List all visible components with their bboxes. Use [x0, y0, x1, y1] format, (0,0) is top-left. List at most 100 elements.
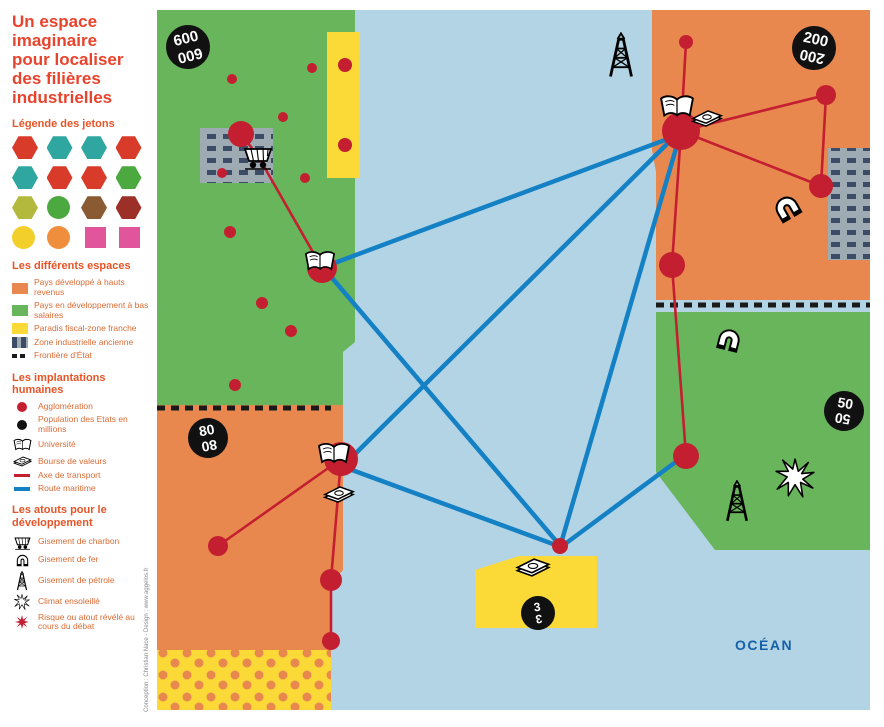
agglomeration-circle	[278, 112, 288, 122]
legend-token-hex	[12, 136, 38, 160]
maritime-routes	[324, 134, 684, 547]
agglomeration-circle	[809, 174, 833, 198]
legend-token-circle	[46, 226, 70, 250]
sunny-dots-strip	[157, 650, 331, 710]
agglomeration-icon	[17, 402, 27, 413]
maritime-route	[559, 142, 680, 543]
legend-agglomeration: Agglomération	[12, 401, 151, 413]
agglomeration-circle	[816, 85, 836, 105]
legend-token-hex	[81, 136, 107, 160]
risk-burst-icon	[15, 615, 29, 630]
state-border-swatch	[12, 354, 28, 359]
agglomeration-circle	[229, 379, 241, 391]
legend-label: Route maritime	[38, 482, 96, 493]
legend-maritime-route: Route maritime	[12, 482, 151, 494]
legend-space-developing: Pays en développement à bas salaires	[12, 300, 151, 321]
legend-label: Gisement de charbon	[38, 536, 120, 547]
developing-country-swatch	[12, 305, 28, 317]
agglomeration-circle	[217, 168, 227, 178]
magnet-icon	[16, 554, 28, 566]
legend-population: Population des Etats en millions	[12, 415, 151, 435]
region-orange-northeast	[652, 10, 870, 300]
agglomeration-circle	[285, 325, 297, 337]
credit-line: Conception : Christian Nace - Design : w…	[144, 567, 150, 712]
implantations-heading: Les implantations humaines	[12, 372, 106, 397]
population-token: 600 600	[166, 25, 210, 69]
legend-token-circle	[12, 226, 35, 250]
legend-label: Frontière d'État	[34, 350, 92, 361]
legend-risk: Risque ou atout révélé au cours du débat	[12, 611, 151, 633]
agglomeration-circle	[256, 297, 268, 309]
legend-token-hex	[46, 166, 73, 190]
legend-token-hex	[12, 196, 38, 220]
atouts-heading: Les atouts pour le développement	[12, 504, 107, 529]
legend-token-square	[84, 227, 106, 249]
legend-transport-axis: Axe de transport	[12, 469, 151, 481]
legend-label: Agglomération	[38, 401, 93, 412]
token-grid	[12, 136, 144, 250]
spaces-heading: Les différents espaces	[12, 260, 131, 273]
agglomeration-circle	[679, 35, 693, 49]
tokens-heading: Légende des jetons	[12, 118, 115, 131]
map-board: 600 600 200 200 80 80 50 50 3 3	[157, 10, 870, 710]
legend-label: Population des Etats en millions	[38, 414, 128, 435]
agglomeration-circle	[659, 252, 685, 278]
legend-token-hex	[115, 166, 142, 190]
agglomeration-circle	[322, 632, 340, 650]
legend-label: Bourse de valeurs	[38, 455, 107, 466]
university-icon	[318, 442, 350, 463]
legend-space-border: Frontière d'État	[12, 351, 151, 361]
agglomeration-circle	[320, 569, 342, 591]
legend-label: Risque ou atout révélé au cours du débat	[38, 611, 135, 632]
region-green-east	[656, 312, 870, 550]
legend-space-tax-haven: Paradis fiscal-zone franche	[12, 323, 151, 335]
maritime-route	[344, 137, 674, 465]
transport-axis	[819, 94, 828, 187]
developed-country-swatch	[12, 282, 28, 294]
page-title: Un espace imaginaire pour localiser des …	[12, 12, 124, 108]
legend-space-industrial: Zone industrielle ancienne	[12, 337, 151, 349]
legend-university: Université	[12, 438, 151, 452]
legend-oil: Gisement de pétrole	[12, 570, 151, 591]
legend-label: Gisement de fer	[38, 554, 99, 565]
legend-label: Université	[38, 439, 76, 449]
maritime-route	[349, 467, 556, 547]
legend-stock-exchange: Bourse de valeurs	[12, 455, 151, 468]
region-orange-southwest	[157, 405, 343, 710]
agglomeration-circle	[673, 443, 699, 469]
legend-token-hex	[115, 136, 142, 160]
svg-text:80: 80	[200, 437, 218, 455]
svg-text:50: 50	[836, 394, 854, 412]
agglomeration-circle	[300, 173, 310, 183]
map-svg: 600 600 200 200 80 80 50 50 3 3	[157, 10, 870, 710]
stock-exchange-icon	[13, 456, 31, 467]
agglomeration-circle	[338, 138, 352, 152]
university-icon	[13, 438, 31, 450]
legend-label: Paradis fiscal-zone franche	[34, 323, 137, 334]
legend-climate: Climat ensoleillé	[12, 593, 151, 610]
legend-coal: Gisement de charbon	[12, 535, 151, 550]
maritime-route-icon	[14, 486, 30, 491]
legend-label: Axe de transport	[38, 469, 101, 480]
svg-text:200: 200	[798, 45, 826, 67]
sun-icon	[14, 593, 30, 610]
svg-text:600: 600	[172, 27, 200, 50]
legend-label: Climat ensoleillé	[38, 595, 100, 606]
legend-sidebar: Un espace imaginaire pour localiser des …	[0, 0, 157, 727]
agglomeration-circle	[307, 63, 317, 73]
legend-token-circle	[46, 196, 70, 220]
transport-axis-icon	[14, 474, 30, 478]
legend-label: Pays développé à hauts revenus	[34, 277, 125, 298]
legend-token-hex	[81, 196, 107, 220]
legend-label: Gisement de pétrole	[38, 574, 115, 585]
tax-haven-strip	[327, 32, 360, 178]
tax-haven-swatch	[12, 323, 28, 335]
agglomeration-circle	[338, 58, 352, 72]
legend-token-hex	[12, 166, 38, 190]
legend-iron: Gisement de fer	[12, 553, 151, 568]
transport-axis	[670, 264, 688, 457]
svg-text:200: 200	[802, 29, 830, 51]
legend-token-hex	[46, 136, 73, 160]
oil-derrick-icon	[16, 570, 28, 591]
